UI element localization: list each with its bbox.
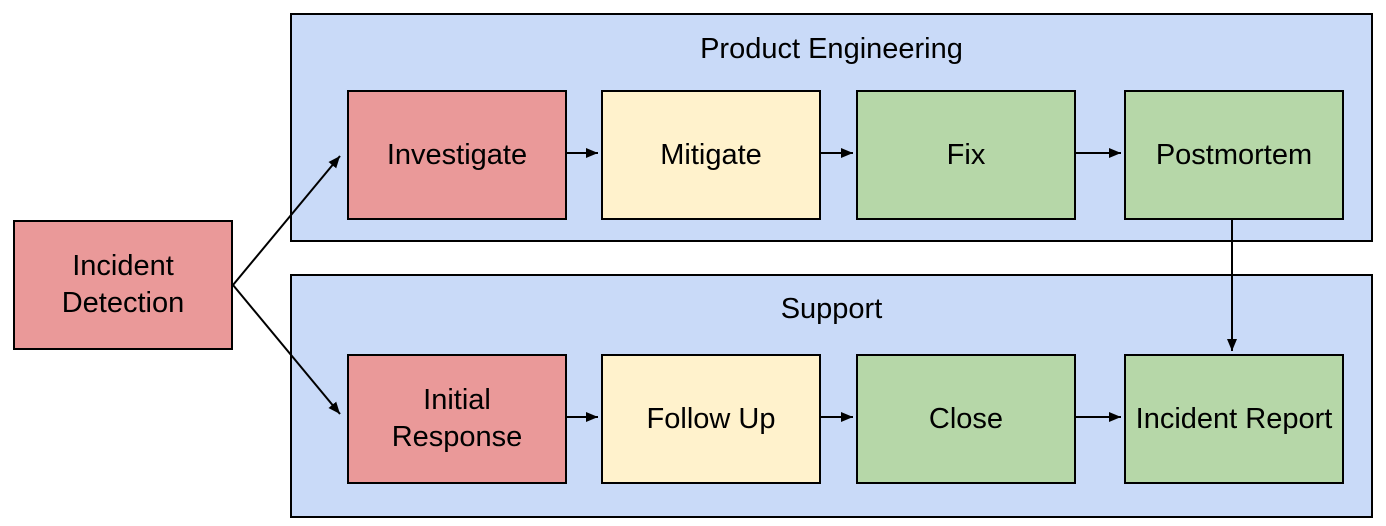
node-incident-detection: Incident Detection [13, 220, 233, 350]
node-fix: Fix [856, 90, 1076, 220]
lane-title-product-engineering: Product Engineering [700, 33, 963, 65]
node-initial-response: Initial Response [347, 354, 567, 484]
lane-support: Support Initial Response Follow Up Close… [290, 274, 1373, 518]
node-postmortem: Postmortem [1124, 90, 1344, 220]
node-close: Close [856, 354, 1076, 484]
node-investigate: Investigate [347, 90, 567, 220]
node-mitigate: Mitigate [601, 90, 821, 220]
node-incident-report: Incident Report [1124, 354, 1344, 484]
node-follow-up: Follow Up [601, 354, 821, 484]
lane-product-engineering: Product Engineering Investigate Mitigate… [290, 13, 1373, 242]
lane-title-support: Support [780, 293, 883, 325]
